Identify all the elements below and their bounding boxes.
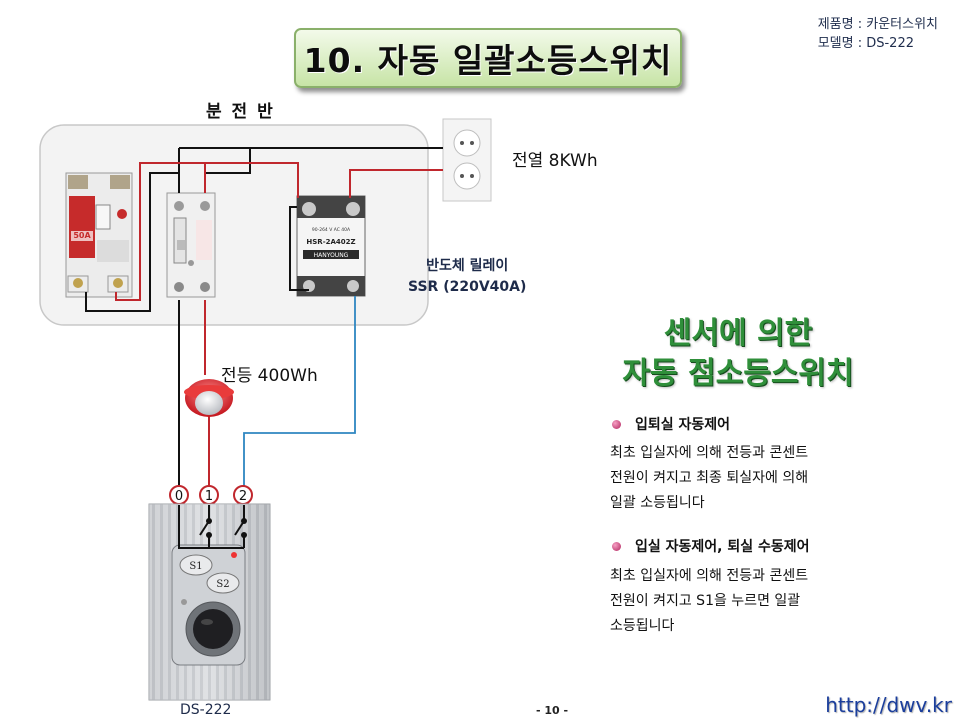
ssr-label: 반도체 릴레이 SSR (220V40A) <box>408 256 526 298</box>
device-label: DS-222 <box>180 702 232 718</box>
section-1-body: 최초 입실자에 의해 전등과 콘센트 전원이 켜지고 최종 퇴실자에 의해 일괄… <box>610 445 809 511</box>
page-title: 10. 자동 일괄소등스위치 <box>303 41 673 80</box>
bullet-icon <box>612 419 621 429</box>
ds222-device: S1 S2 <box>148 503 271 701</box>
terminal-1: 1 <box>199 485 219 505</box>
wall-outlet <box>442 118 492 202</box>
title-box: 10. 자동 일괄소등스위치 <box>294 28 682 88</box>
section-2-body: 최초 입실자에 의해 전등과 콘센트 전원이 켜지고 S1을 누르면 일괄 소등… <box>610 568 809 634</box>
section-2-heading: 입실 자동제어, 퇴실 수동제어 <box>612 536 810 556</box>
lamp-label: 전등 400Wh <box>221 366 318 386</box>
main-breaker: 50A <box>65 172 133 298</box>
ssr-label-line2: SSR (220V40A) <box>408 279 527 295</box>
terminal-0: 0 <box>169 485 189 505</box>
s2-label: S2 <box>216 579 229 590</box>
product-info: 제품명 : 카운터스위치 모델명 : DS-222 <box>818 15 938 53</box>
ssr-brand: HANYOUNG <box>314 252 349 259</box>
bullet-icon <box>612 541 621 551</box>
breaker-rating: 50A <box>73 231 91 240</box>
terminal-1-label: 1 <box>205 489 213 504</box>
s1-button[interactable]: S1 <box>179 554 213 576</box>
ceiling-lamp <box>184 379 234 417</box>
ssr-label-line1: 반도체 릴레이 <box>426 258 509 274</box>
model-name: 모델명 : DS-222 <box>817 36 914 51</box>
section-2-title: 입실 자동제어, 퇴실 수동제어 <box>635 539 810 555</box>
panel-label: 분 전 반 <box>206 102 275 122</box>
svg-text:90-264 V AC 40A: 90-264 V AC 40A <box>312 227 351 233</box>
section-1-title: 입퇴실 자동제어 <box>635 417 731 433</box>
terminal-2-label: 2 <box>239 489 247 504</box>
ssr-model: HSR-2A402Z <box>306 238 355 246</box>
section-1-heading: 입퇴실 자동제어 <box>612 414 730 434</box>
feature-title-line2: 자동 점소등스위치 <box>622 356 854 391</box>
terminal-0-label: 0 <box>175 489 183 504</box>
outlet-label: 전열 8KWh <box>512 151 598 171</box>
s2-button[interactable]: S2 <box>206 572 240 594</box>
feature-title: 센서에 의한 자동 점소등스위치 <box>598 314 878 394</box>
page-number: - 10 - <box>536 704 569 717</box>
terminal-2: 2 <box>233 485 253 505</box>
feature-title-line1: 센서에 의한 <box>663 316 813 351</box>
s1-label: S1 <box>189 561 202 572</box>
product-name: 제품명 : 카운터스위치 <box>817 17 938 32</box>
website-link[interactable]: http://dwv.kr <box>825 693 952 717</box>
blue-wire <box>243 296 356 505</box>
leakage-breaker <box>166 192 216 298</box>
ssr-relay: 90-264 V AC 40A HSR-2A402Z HANYOUNG <box>296 195 366 297</box>
